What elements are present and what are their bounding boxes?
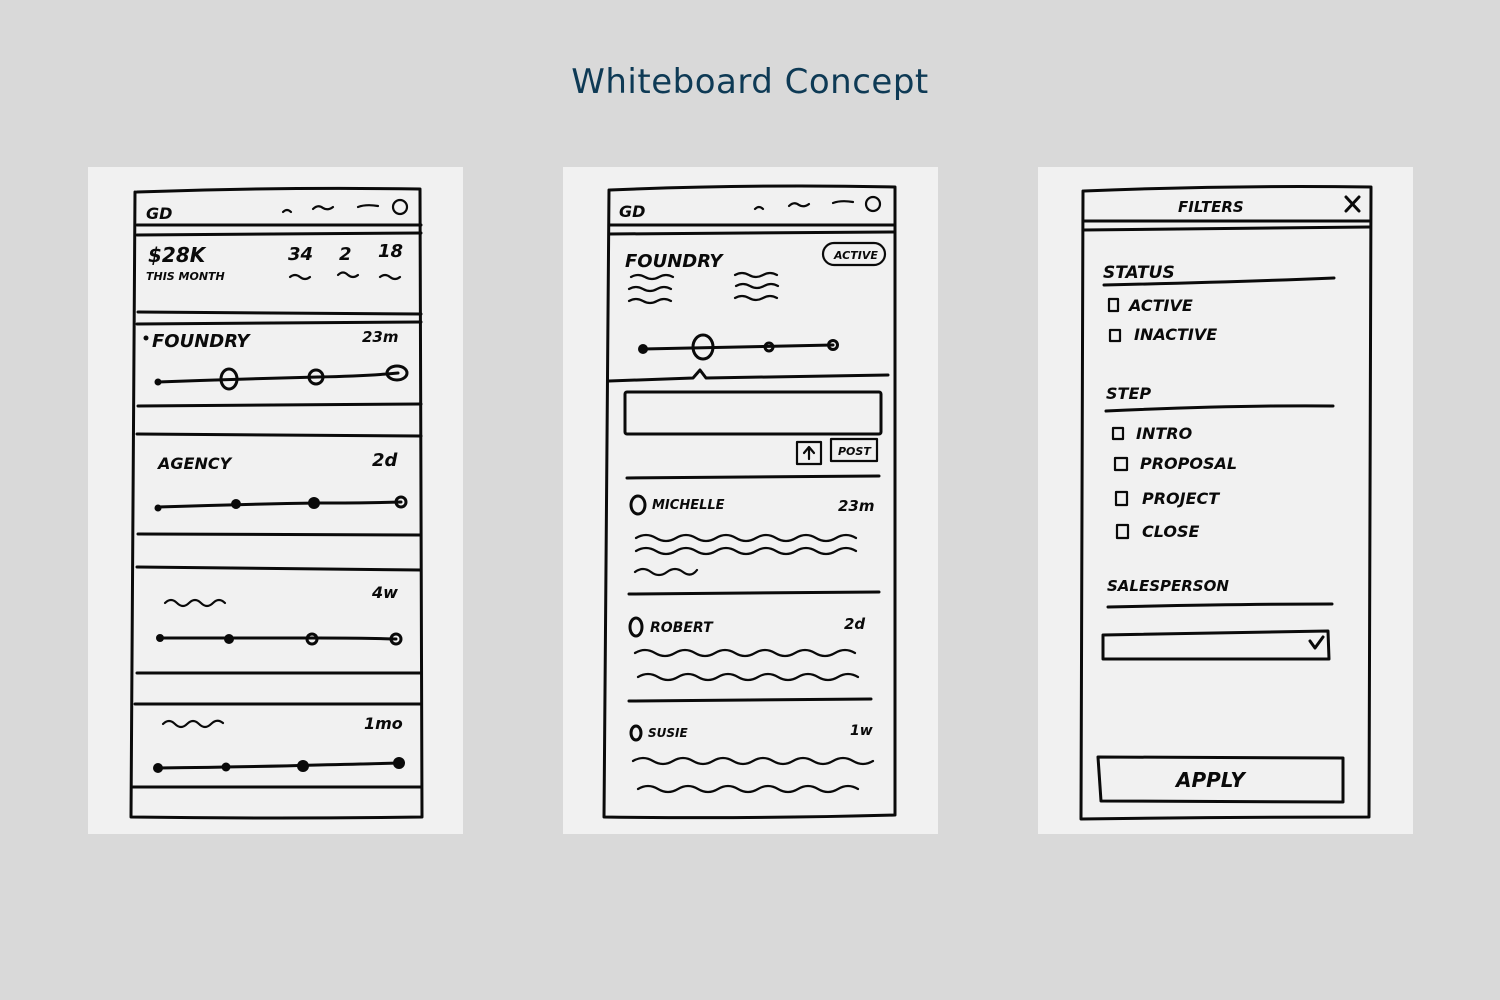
checkbox-close[interactable]: CLOSE [1115,522,1199,541]
upload-button[interactable] [795,440,823,466]
comment-time: 23m [838,497,875,515]
deal-list-item[interactable]: 4w [135,565,423,675]
svg-text:INACTIVE: INACTIVE [1134,325,1217,344]
comment-time: 1w [850,723,873,739]
stat-3: 18 [378,241,403,262]
comment-author: MICHELLE [652,498,725,513]
page-title: Whiteboard Concept [571,62,929,102]
phone-frame [602,184,897,820]
comment-author: SUSIE [648,726,688,740]
deal-name: FOUNDRY [152,331,251,352]
svg-text:ACTIVE: ACTIVE [833,249,878,262]
deal-name: AGENCY [156,454,233,473]
svg-text:PROPOSAL: PROPOSAL [1140,454,1237,473]
top-nav-icons[interactable] [281,198,409,216]
checkbox-proposal[interactable]: PROPOSAL [1113,454,1237,473]
phone-frame [129,186,424,820]
deal-list-item[interactable]: 1mo [131,702,423,789]
logo: GD [146,204,172,223]
checkbox-project[interactable]: PROJECT [1114,489,1220,508]
top-nav-icons[interactable] [753,195,882,213]
post-button[interactable]: POST [829,437,879,463]
logo: GD [619,202,645,221]
comment-input[interactable] [623,390,883,436]
sketch-card-deal-detail: GD FOUNDRY ACTIVE POST MICHELLE 23m [563,167,938,834]
apply-button[interactable]: APPLY [1096,755,1345,804]
deal-time: 1mo [364,714,403,733]
chevron-down-icon [1308,635,1325,650]
deal-detail-sketch: GD FOUNDRY ACTIVE POST MICHELLE 23m [602,184,897,820]
step-heading: STEP [1106,384,1151,403]
salesperson-heading: SALESPERSON [1107,577,1229,595]
deal-list-sketch: GD $28K THIS MONTH 34 2 18 FOUNDRY 23m A… [129,186,424,820]
stat-1: 34 [288,244,313,265]
salesperson-select[interactable] [1101,629,1331,661]
revenue-caption: THIS MONTH [146,270,225,283]
arrow-up-icon [802,445,816,461]
sketch-card-filters: FILTERS STATUS ACTIVE INACTIVE STEP INTR… [1038,167,1413,834]
close-button[interactable] [1344,195,1361,213]
checkbox-active[interactable]: ACTIVE [1107,296,1193,315]
deal-list-item[interactable]: AGENCY 2d [135,432,423,537]
checkbox-intro[interactable]: INTRO [1111,424,1193,443]
comment-author: ROBERT [650,620,714,636]
comment: SUSIE 1w [629,723,875,794]
svg-text:APPLY: APPLY [1174,768,1247,792]
checkbox-inactive[interactable]: INACTIVE [1108,325,1217,344]
svg-text:POST: POST [838,445,872,458]
comment: ROBERT 2d [627,615,873,703]
filters-sketch: FILTERS STATUS ACTIVE INACTIVE STEP INTR… [1079,185,1373,821]
deal-list-item[interactable]: FOUNDRY 23m [135,320,423,408]
comment-time: 2d [844,615,865,633]
status-badge: ACTIVE [821,241,887,267]
close-icon [1344,195,1361,213]
revenue-value: $28K [148,243,207,267]
svg-text:ACTIVE: ACTIVE [1127,296,1193,315]
phone-frame [1079,185,1373,821]
status-heading: STATUS [1103,263,1175,283]
stat-2: 2 [339,244,352,265]
svg-text:CLOSE: CLOSE [1142,522,1199,541]
deal-time: 4w [371,583,398,602]
svg-text:INTRO: INTRO [1136,424,1193,443]
comment: MICHELLE 23m [627,494,881,596]
filters-title: FILTERS [1178,198,1244,216]
svg-text:PROJECT: PROJECT [1142,489,1220,508]
deal-time: 23m [362,328,399,346]
deal-name: FOUNDRY [625,251,724,272]
sketch-card-deal-list: GD $28K THIS MONTH 34 2 18 FOUNDRY 23m A… [88,167,463,834]
deal-time: 2d [372,450,399,471]
